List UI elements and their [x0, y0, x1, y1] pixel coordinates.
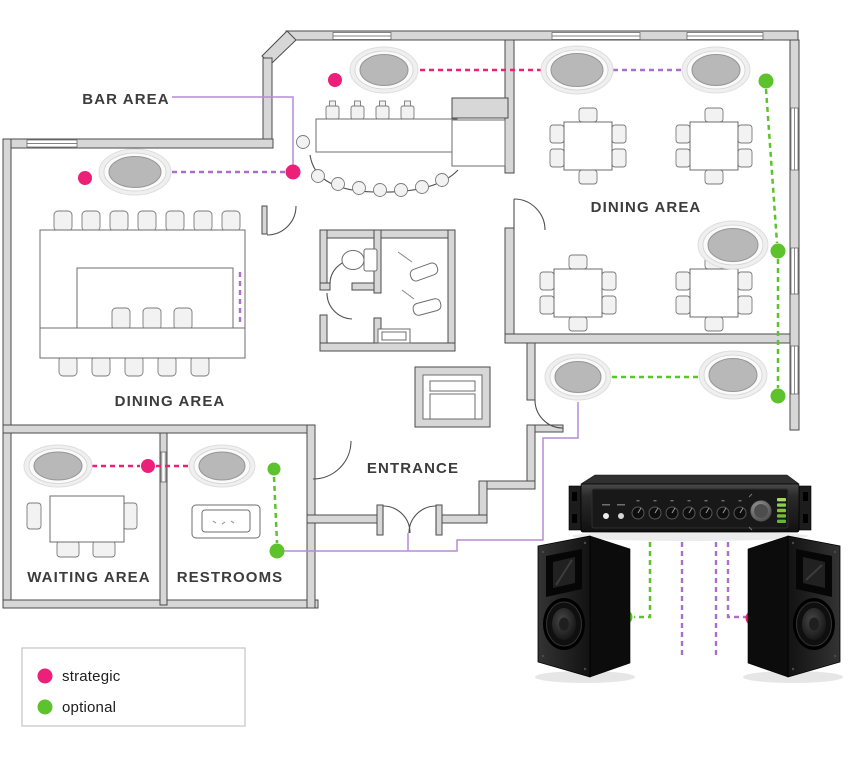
ceiling-speaker-waiting-area — [23, 444, 93, 488]
bar-stools — [296, 135, 449, 197]
cabinet-speaker-right — [743, 535, 843, 683]
toilet — [341, 248, 378, 272]
amp-button — [603, 513, 609, 519]
dining-tables-right — [539, 107, 753, 332]
amp-knobs — [631, 500, 747, 520]
optional-dot — [269, 543, 285, 559]
amp-led-meter — [777, 498, 786, 523]
ceiling-speaker-bar-top — [349, 46, 419, 94]
entrance-label: ENTRANCE — [367, 460, 459, 477]
ceiling-speaker-corridor-right — [698, 350, 768, 400]
cabinet-speaker-left — [535, 535, 635, 683]
dashed-connections — [92, 68, 780, 658]
legend-optional-dot — [37, 699, 53, 715]
waiting-area-label: WAITING AREA — [27, 569, 150, 586]
strategic-dot — [78, 171, 92, 185]
ceiling-speakers — [23, 45, 769, 488]
optional-dot — [758, 73, 774, 89]
room-labels: BAR AREA DINING AREA DINING AREA ENTRANC… — [27, 91, 702, 586]
bar-area-label: BAR AREA — [82, 91, 169, 108]
legend: strategic optional — [21, 647, 246, 727]
ceiling-speaker-dining-top-left — [540, 45, 614, 95]
optional-dot — [770, 243, 786, 259]
bar-counter — [296, 100, 506, 197]
waiting-area-table — [26, 495, 138, 558]
ceiling-speaker-corridor-left — [544, 353, 612, 401]
dining-area-left-label: DINING AREA — [115, 393, 226, 410]
amplifier — [568, 474, 812, 541]
windows — [26, 32, 799, 483]
strategic-dot — [328, 73, 342, 87]
legend-strategic-label: strategic — [62, 668, 121, 685]
legend-strategic-dot — [37, 668, 53, 684]
ceiling-speaker-dining-middle — [697, 220, 769, 270]
urinals — [397, 251, 442, 316]
ceiling-speaker-dining-top-right — [681, 46, 751, 94]
legend-optional-label: optional — [62, 699, 116, 716]
hostess-stand — [414, 366, 491, 428]
strategic-dot — [141, 459, 155, 473]
banquet-table — [39, 210, 246, 377]
optional-dot — [770, 388, 786, 404]
ceiling-speaker-left-building — [98, 148, 172, 196]
dining-area-right-label: DINING AREA — [591, 199, 702, 216]
ceiling-speaker-restrooms — [188, 444, 256, 488]
walls — [2, 30, 800, 609]
optional-dot — [267, 462, 281, 476]
strategic-dot — [285, 164, 301, 180]
bar-bottles — [325, 100, 415, 120]
restrooms-label: RESTROOMS — [177, 569, 284, 586]
wire-runs — [172, 96, 579, 552]
restrooms-bench — [191, 504, 261, 539]
amp-button — [618, 513, 624, 519]
sink-counter — [377, 328, 411, 344]
